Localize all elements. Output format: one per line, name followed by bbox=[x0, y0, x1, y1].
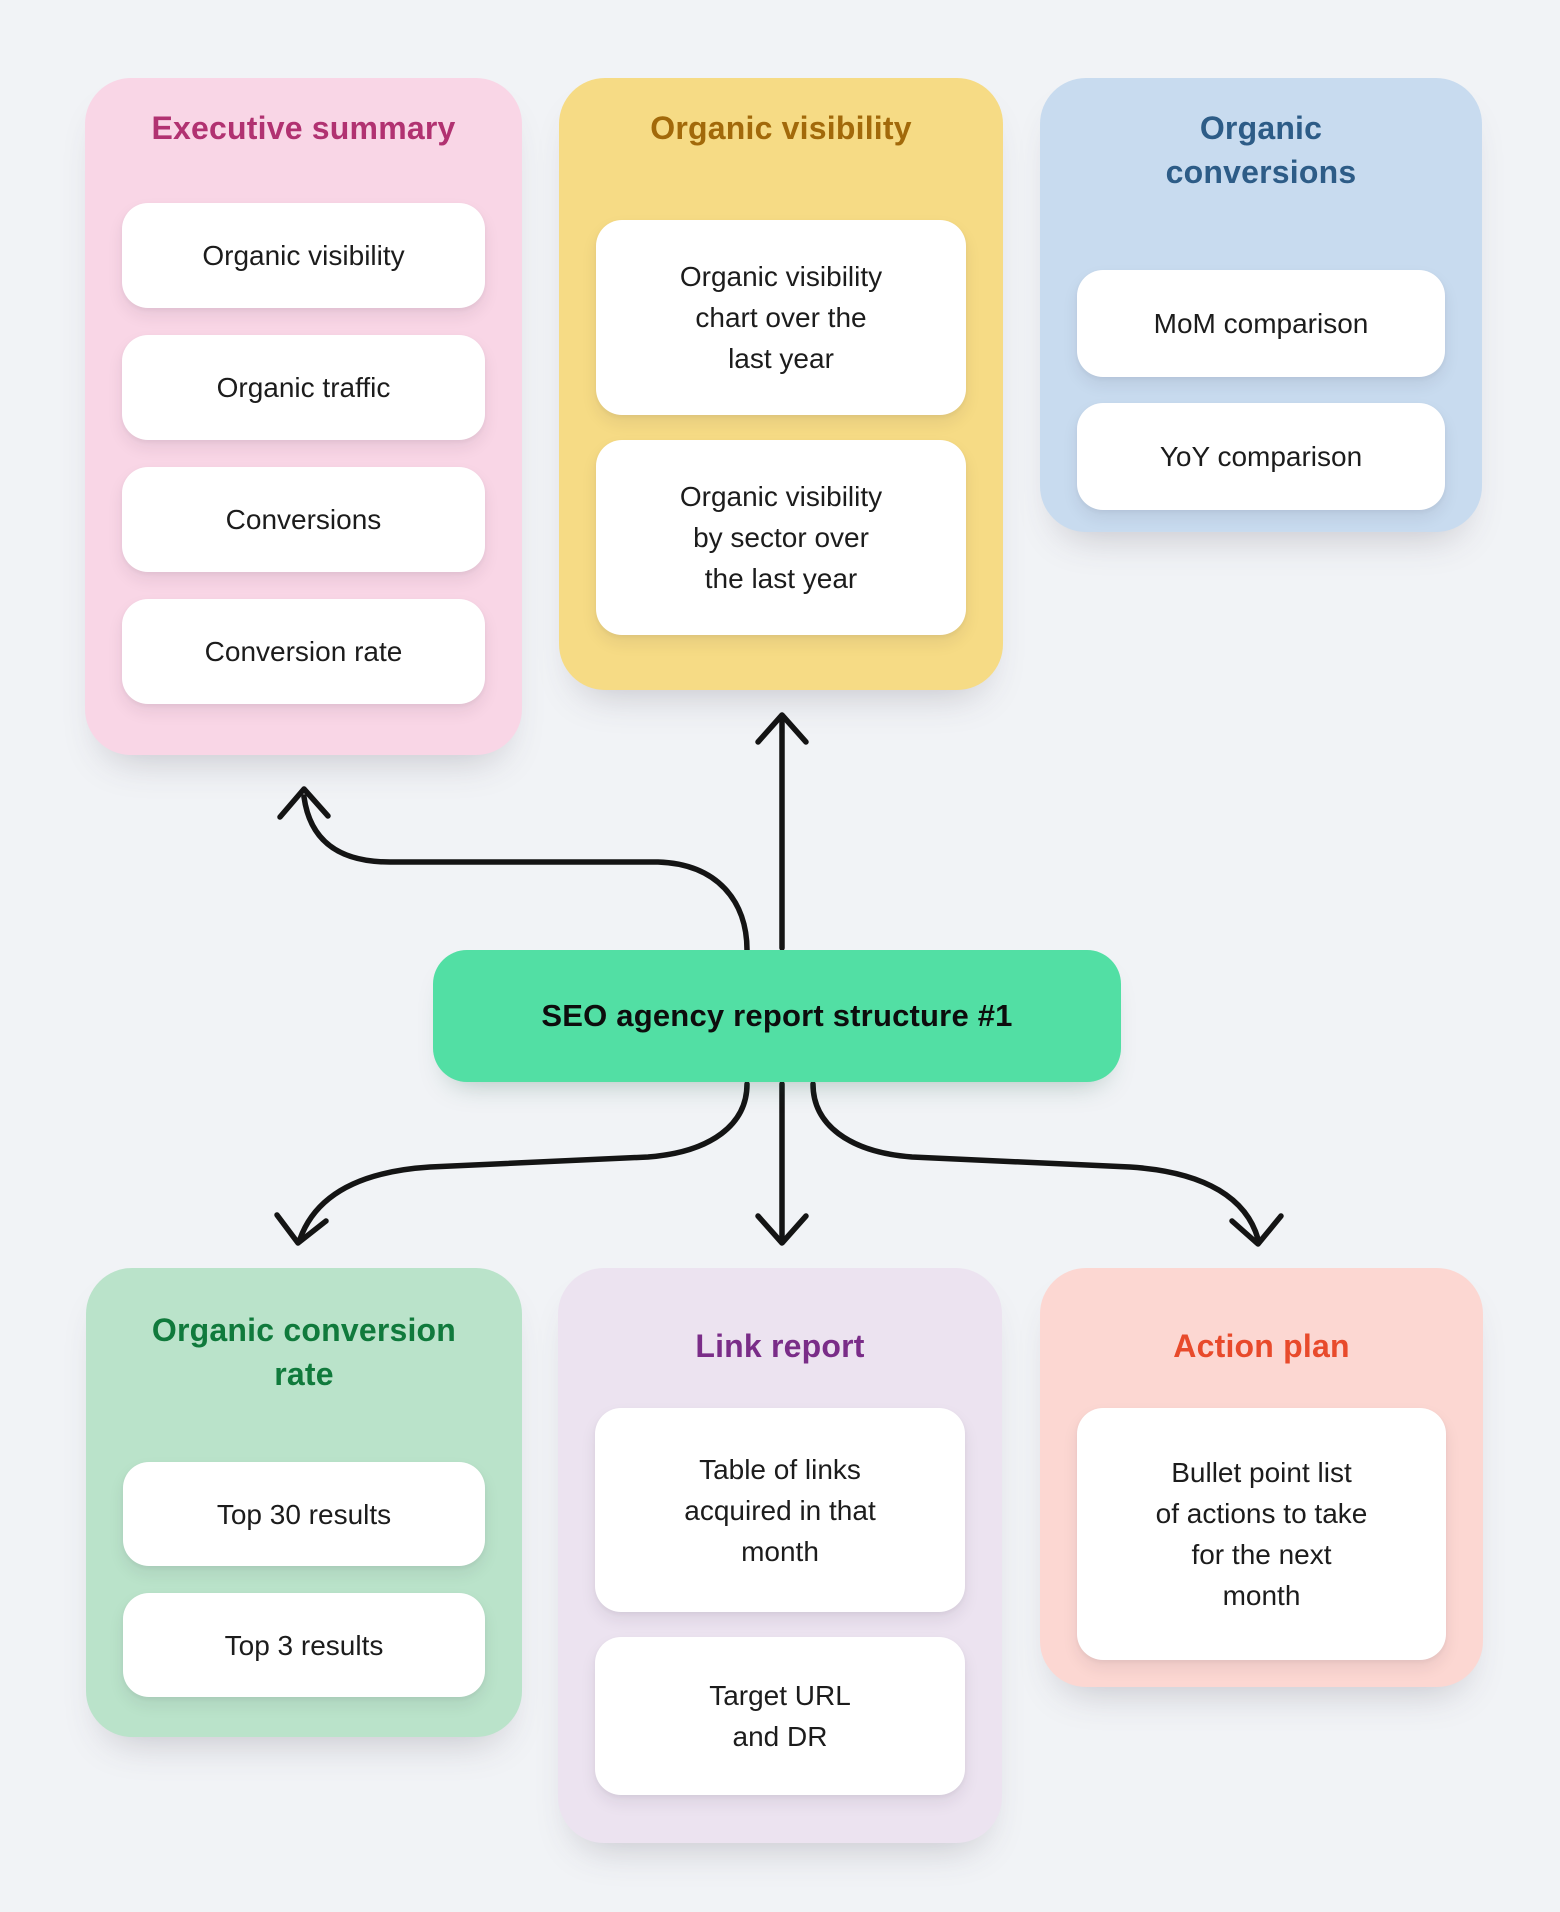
card-organic-visibility: Organic visibility Organic visibility ch… bbox=[559, 78, 1003, 690]
card-title: Organic conversion rate bbox=[151, 1312, 457, 1392]
center-node: SEO agency report structure #1 bbox=[433, 950, 1121, 1082]
card-organic-conversions: Organic conversions MoM comparison YoY c… bbox=[1040, 78, 1482, 532]
card-link-report: Link report Table of links acquired in t… bbox=[558, 1268, 1002, 1843]
card-item: Organic visibility bbox=[122, 203, 485, 308]
arrow-to-link-report bbox=[755, 1081, 809, 1246]
card-title: Executive summary bbox=[151, 110, 456, 146]
card-item: Organic visibility chart over the last y… bbox=[596, 220, 966, 415]
card-title: Link report bbox=[695, 1328, 865, 1364]
card-executive-summary: Executive summary Organic visibility Org… bbox=[85, 78, 522, 755]
card-item: Table of links acquired in that month bbox=[595, 1408, 965, 1612]
card-item: Top 30 results bbox=[123, 1462, 485, 1566]
card-item: Bullet point list of actions to take for… bbox=[1077, 1408, 1446, 1660]
card-title: Organic conversions bbox=[1165, 110, 1357, 190]
arrow-to-organic-conversion-rate bbox=[274, 1081, 750, 1246]
card-title: Organic visibility bbox=[650, 110, 912, 146]
card-item: Conversions bbox=[122, 467, 485, 572]
arrow-to-organic-visibility bbox=[755, 712, 809, 951]
arrow-to-executive-summary bbox=[277, 786, 750, 953]
card-organic-conversion-rate: Organic conversion rate Top 30 results T… bbox=[86, 1268, 522, 1737]
card-item: Conversion rate bbox=[122, 599, 485, 704]
card-item: MoM comparison bbox=[1077, 270, 1445, 377]
card-item: YoY comparison bbox=[1077, 403, 1445, 510]
card-action-plan: Action plan Bullet point list of actions… bbox=[1040, 1268, 1483, 1687]
card-title: Action plan bbox=[1173, 1328, 1350, 1364]
card-item: Organic visibility by sector over the la… bbox=[596, 440, 966, 635]
card-item: Top 3 results bbox=[123, 1593, 485, 1697]
arrow-to-action-plan bbox=[810, 1081, 1284, 1247]
card-item: Target URL and DR bbox=[595, 1637, 965, 1795]
card-item: Organic traffic bbox=[122, 335, 485, 440]
